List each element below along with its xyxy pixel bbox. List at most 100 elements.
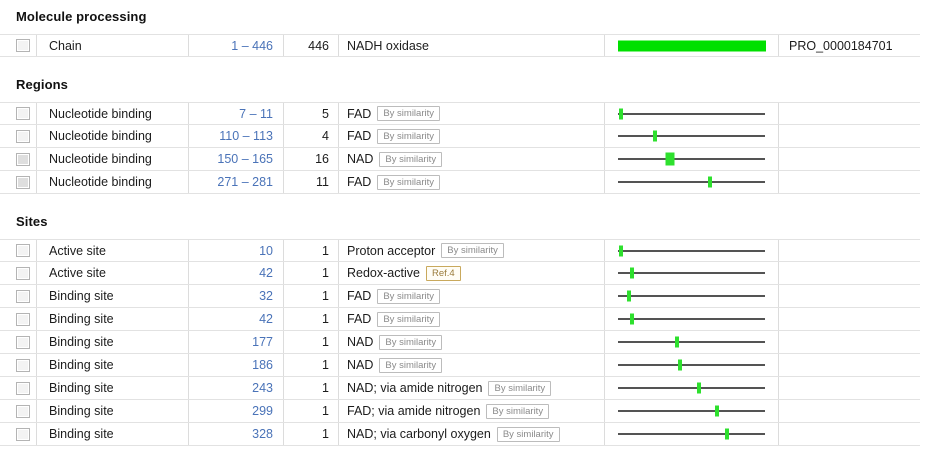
feature-description-text: NADH oxidase bbox=[347, 38, 429, 53]
evidence-badge[interactable]: By similarity bbox=[441, 243, 504, 258]
evidence-badge[interactable]: By similarity bbox=[377, 174, 440, 190]
row-checkbox[interactable] bbox=[16, 39, 30, 52]
feature-position-link[interactable]: 42 bbox=[188, 262, 283, 284]
row-checkbox[interactable] bbox=[16, 175, 30, 189]
feature-position-link[interactable]: 32 bbox=[188, 285, 283, 307]
feature-position-link[interactable]: 328 bbox=[188, 423, 283, 445]
row-checkbox[interactable] bbox=[16, 381, 30, 395]
evidence-badge[interactable]: By similarity bbox=[377, 106, 440, 121]
feature-id-cell bbox=[778, 285, 920, 307]
feature-marker[interactable] bbox=[626, 290, 631, 302]
feature-marker[interactable] bbox=[629, 313, 634, 325]
feature-position-link[interactable]: 10 bbox=[188, 240, 283, 261]
row-checkbox[interactable] bbox=[16, 107, 30, 120]
feature-position-link[interactable]: 42 bbox=[188, 308, 283, 330]
feature-description-cell: NADH oxidase bbox=[338, 35, 604, 56]
section-title-spacer bbox=[0, 229, 942, 239]
feature-position-link[interactable]: 186 bbox=[188, 354, 283, 376]
row-checkbox[interactable] bbox=[16, 358, 30, 372]
feature-length-cell: 1 bbox=[283, 240, 338, 261]
feature-marker[interactable] bbox=[707, 176, 712, 188]
row-select-cell bbox=[0, 354, 36, 376]
feature-description-text: FAD bbox=[347, 289, 372, 303]
feature-key-cell: Binding site bbox=[36, 400, 188, 422]
row-checkbox[interactable] bbox=[16, 335, 30, 349]
feature-length-cell: 1 bbox=[283, 331, 338, 353]
feature-graph-cell bbox=[604, 285, 778, 307]
row-checkbox[interactable] bbox=[16, 289, 30, 303]
evidence-badge[interactable]: By similarity bbox=[486, 403, 550, 419]
feature-id-cell bbox=[778, 262, 920, 284]
feature-position-link[interactable]: 1 – 446 bbox=[188, 35, 283, 56]
feature-marker[interactable] bbox=[629, 267, 634, 279]
reference-badge[interactable]: Ref.4 bbox=[425, 265, 461, 281]
feature-position-link[interactable]: 7 – 11 bbox=[188, 103, 283, 124]
feature-description-cell: NAD By similarity bbox=[338, 354, 604, 376]
feature-graph-cell bbox=[604, 148, 778, 170]
chain-extent-bar[interactable] bbox=[618, 40, 766, 51]
feature-marker[interactable] bbox=[696, 382, 701, 394]
sequence-lane bbox=[618, 249, 765, 252]
feature-position-link[interactable]: 150 – 165 bbox=[188, 148, 283, 170]
feature-description-text: FAD bbox=[347, 175, 372, 189]
feature-graph-cell bbox=[604, 240, 778, 261]
feature-position-link[interactable]: 271 – 281 bbox=[188, 171, 283, 193]
feature-key-cell: Active site bbox=[36, 240, 188, 261]
row-checkbox[interactable] bbox=[16, 266, 30, 280]
feature-graph-cell bbox=[604, 103, 778, 124]
feature-graph-cell bbox=[604, 35, 778, 56]
evidence-badge[interactable]: By similarity bbox=[379, 357, 443, 373]
evidence-badge[interactable]: By similarity bbox=[377, 311, 440, 327]
sequence-lane bbox=[618, 364, 765, 366]
feature-marker[interactable] bbox=[618, 108, 623, 119]
feature-position-link[interactable]: 177 bbox=[188, 331, 283, 353]
evidence-badge[interactable]: By similarity bbox=[379, 334, 443, 350]
row-select-cell bbox=[0, 331, 36, 353]
feature-marker[interactable] bbox=[724, 428, 729, 440]
feature-marker[interactable] bbox=[619, 245, 624, 256]
feature-marker[interactable] bbox=[715, 405, 720, 417]
row-checkbox[interactable] bbox=[16, 244, 30, 257]
feature-key-cell: Binding site bbox=[36, 354, 188, 376]
evidence-badge[interactable]: By similarity bbox=[496, 426, 560, 442]
row-checkbox[interactable] bbox=[16, 404, 30, 418]
feature-length-cell: 16 bbox=[283, 148, 338, 170]
feature-id-cell bbox=[778, 400, 920, 422]
row-checkbox[interactable] bbox=[16, 129, 30, 143]
evidence-badge[interactable]: By similarity bbox=[377, 128, 440, 144]
section-spacer bbox=[0, 194, 942, 214]
feature-position-link[interactable]: 299 bbox=[188, 400, 283, 422]
feature-position-link[interactable]: 110 – 113 bbox=[188, 125, 283, 147]
feature-description-text: Proton acceptor bbox=[347, 243, 436, 258]
section-spacer bbox=[0, 0, 942, 9]
feature-marker[interactable] bbox=[653, 130, 657, 142]
evidence-badge[interactable]: By similarity bbox=[379, 151, 443, 167]
feature-id-cell bbox=[778, 148, 920, 170]
evidence-badge[interactable]: By similarity bbox=[488, 380, 552, 396]
row-select-cell bbox=[0, 262, 36, 284]
feature-description-text: FAD; via amide nitrogen bbox=[347, 404, 481, 418]
sequence-lane bbox=[618, 318, 765, 320]
feature-id-cell bbox=[778, 377, 920, 399]
feature-marker[interactable] bbox=[677, 359, 682, 371]
feature-description-text: NAD; via carbonyl oxygen bbox=[347, 427, 491, 441]
feature-position-link[interactable]: 243 bbox=[188, 377, 283, 399]
row-checkbox[interactable] bbox=[16, 152, 30, 166]
feature-marker[interactable] bbox=[674, 336, 679, 348]
row-select-cell bbox=[0, 148, 36, 170]
row-checkbox[interactable] bbox=[16, 427, 30, 441]
feature-length-cell: 1 bbox=[283, 377, 338, 399]
row-checkbox[interactable] bbox=[16, 312, 30, 326]
feature-marker[interactable] bbox=[665, 152, 675, 166]
feature-description-text: NAD bbox=[347, 358, 374, 372]
evidence-badge[interactable]: By similarity bbox=[377, 288, 440, 304]
feature-length-cell: 11 bbox=[283, 171, 338, 193]
